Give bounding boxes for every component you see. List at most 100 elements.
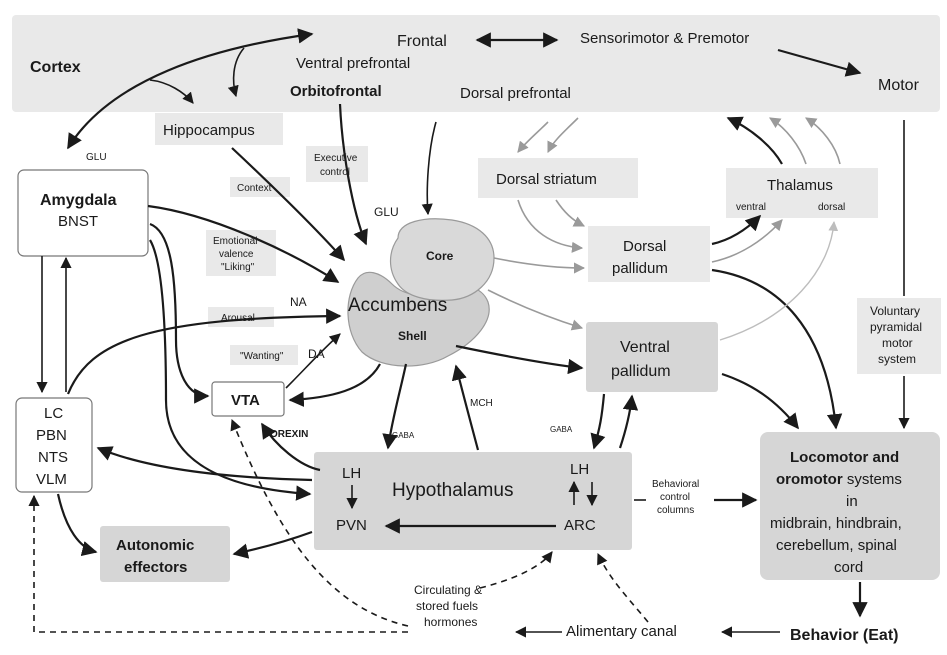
wanting-label: "Wanting" <box>240 351 284 362</box>
gaba-right-label: GABA <box>550 425 573 434</box>
orexin-label: OREXIN <box>270 429 308 440</box>
context-box <box>230 177 290 197</box>
cortex-title: Cortex <box>30 59 81 76</box>
executive-label-1: Executive <box>314 153 358 164</box>
na-label: NA <box>290 295 307 309</box>
bnst-label: BNST <box>58 213 98 230</box>
thalamus-label: Thalamus <box>767 177 833 194</box>
circulating-label-1: Circulating & <box>414 583 482 597</box>
vta-label: VTA <box>231 392 260 409</box>
locomotor-line-5: cerebellum, spinal <box>776 537 897 554</box>
lc-autonomic-arrow <box>56 493 98 557</box>
voluntary-label-3: motor <box>882 336 913 350</box>
vlm-label: VLM <box>36 471 67 488</box>
frontal-label: Frontal <box>397 33 447 50</box>
amygdala-hypothalamus-arrow <box>149 239 312 501</box>
ventral-pallidum-label-1: Ventral <box>620 339 670 356</box>
thalamus-cortex-gray-arrow-1 <box>769 117 807 165</box>
dorsal-prefrontal-core-arrow <box>421 121 437 216</box>
frontal-amygdala-arrow <box>67 28 314 150</box>
motor-label: Motor <box>878 77 920 94</box>
hypothalamus-lc-arrow <box>96 446 313 482</box>
thalamus-cortex-gray-arrow-2 <box>805 117 841 165</box>
dorsal-striatum-box <box>478 158 638 198</box>
circulating-label-3: hormones <box>424 615 477 629</box>
executive-box <box>306 146 368 182</box>
dorsal-prefrontal-label: Dorsal prefrontal <box>460 85 571 102</box>
glu-left-label: GLU <box>86 152 107 163</box>
emotional-label-2: valence <box>219 249 254 260</box>
behavior-label: Behavior (Eat) <box>790 627 898 644</box>
glu-center-label: GLU <box>374 205 399 219</box>
emotional-box <box>206 230 276 276</box>
circulating-lc-dashed-arrow <box>28 494 408 633</box>
context-label: Context <box>237 183 272 194</box>
shell-ventral-pallidum-arrow <box>455 344 584 375</box>
vta-box <box>211 381 285 417</box>
hypothalamus-autonomic-arrow <box>232 530 313 559</box>
striatum-dorsal-pallidum-arrow-2 <box>555 199 586 227</box>
wanting-box <box>230 345 298 365</box>
amygdala-box <box>17 169 149 257</box>
circulating-hypothalamus-dashed-arrow <box>479 551 553 589</box>
thalamus-cortex-arrow <box>726 116 783 165</box>
prefrontal-striatum-arrow-2 <box>547 117 579 154</box>
dorsal-pallidum-locomotor-arrow <box>711 268 843 430</box>
dorsal-striatum-label: Dorsal striatum <box>496 171 597 188</box>
shell-label: Shell <box>398 329 427 343</box>
thalamus-ventral-label: ventral <box>736 202 766 213</box>
accumbens-vta-arrow <box>288 363 381 407</box>
orbitofrontal-label: Orbitofrontal <box>290 83 382 100</box>
thalamus-box <box>726 168 878 218</box>
autonomic-label-1: Autonomic <box>116 537 194 554</box>
dorsal-pallidum-box <box>588 226 710 282</box>
amygdala-label: Amygdala <box>40 192 117 209</box>
locomotor-line-1: Locomotor and <box>790 449 899 466</box>
autonomic-box <box>100 526 230 582</box>
circulating-vta-dashed-arrow <box>230 418 409 627</box>
vta-accumbens-arrow <box>285 333 341 389</box>
dorsal-pallidum-thalamus-arrow <box>711 214 762 246</box>
da-label: DA <box>308 347 325 361</box>
voluntary-motor-box <box>857 298 941 374</box>
locomotor-box <box>760 432 940 580</box>
core-label: Core <box>426 249 454 263</box>
voluntary-label-2: pyramidal <box>870 320 922 334</box>
arousal-label: Arousal <box>221 313 255 324</box>
cortex-hippocampus-arrow <box>149 79 194 104</box>
locomotor-line-4: midbrain, hindbrain, <box>770 515 902 532</box>
hypothalamus-accumbens-mch-arrow <box>451 364 480 451</box>
voluntary-label-4: system <box>878 352 916 366</box>
lh-left-label: LH <box>342 465 361 482</box>
pvn-label: PVN <box>336 517 367 534</box>
behavioral-label-3: columns <box>657 505 694 516</box>
dorsal-pallidum-label-1: Dorsal <box>623 238 666 255</box>
autonomic-label-2: effectors <box>124 559 187 576</box>
alimentary-hypothalamus-dashed-arrow <box>597 552 649 623</box>
ventral-pallidum-hypothalamus-arrow <box>590 393 606 450</box>
behavioral-label-2: control <box>660 492 690 503</box>
behavioral-label-1: Behavioral <box>652 479 699 490</box>
dorsal-pallidum-thalamus-gray-arrow <box>711 219 783 263</box>
hypothalamus-ventral-pallidum-arrow <box>618 394 639 449</box>
locomotor-line-2: oromotor systems <box>776 471 902 488</box>
pbn-label: PBN <box>36 427 67 444</box>
lh-right-label: LH <box>570 461 589 478</box>
frontal-hippocampus-arrow <box>227 47 245 98</box>
ventral-pallidum-locomotor-arrow <box>721 372 799 430</box>
dorsal-pallidum-label-2: pallidum <box>612 260 668 277</box>
thalamus-dorsal-label: dorsal <box>818 202 845 213</box>
orbitofrontal-accumbens-arrow <box>338 103 368 246</box>
alimentary-label: Alimentary canal <box>566 623 677 640</box>
circulating-label-2: stored fuels <box>416 599 478 613</box>
amygdala-vta-arrow <box>149 222 210 404</box>
arc-label: ARC <box>564 517 596 534</box>
ventral-prefrontal-label: Ventral prefrontal <box>296 55 410 72</box>
voluntary-label-1: Voluntary <box>870 304 920 318</box>
hypothalamus-vta-arrow <box>261 422 321 472</box>
striatum-dorsal-pallidum-arrow-1 <box>517 199 584 253</box>
hippocampus-label: Hippocampus <box>163 122 255 139</box>
accumbens-core-shape <box>389 218 495 301</box>
gaba-left-label: GABA <box>392 431 415 440</box>
